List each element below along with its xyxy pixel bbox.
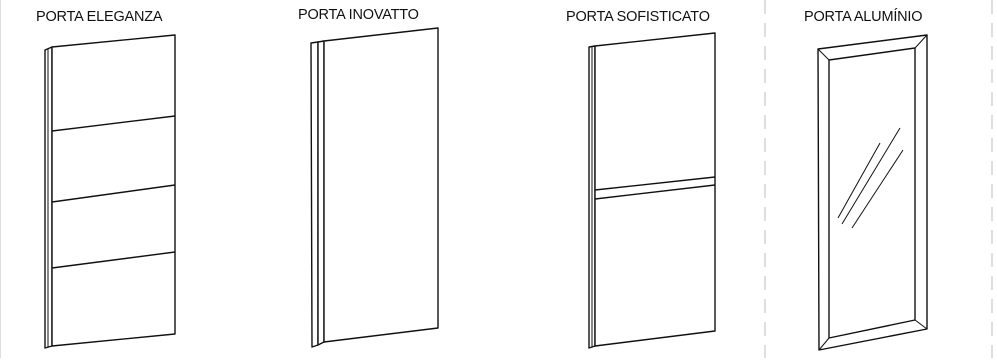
aluminio-bevel-br [914,319,928,330]
eleganza-front-face [51,34,176,347]
door-label-eleganza: PORTA ELEGANZA [36,9,163,25]
sofisticato-rail-bottom [594,184,716,200]
glass-reflection-line-3 [851,149,904,229]
sofisticato-rail-top [594,176,716,191]
door-inovatto-drawing [310,27,439,348]
sofisticato-front-face [594,32,716,347]
inovatto-side-edge [310,41,319,348]
eleganza-panel-divider-2 [51,184,176,203]
door-label-sofisticato: PORTA SOFISTICATO [566,9,710,25]
inovatto-front-face [323,27,439,343]
door-label-inovatto: PORTA INOVATTO [298,7,419,23]
aluminio-bevel-tr [914,34,928,49]
glass-reflection-line-2 [841,127,901,225]
inovatto-edge-strip [317,40,325,346]
aluminio-bevel-bl [818,337,830,351]
door-aluminio-drawing [817,34,928,351]
aluminio-bevel-tl [817,48,830,61]
eleganza-panel-divider-3 [51,251,176,269]
door-eleganza-drawing [44,34,176,349]
eleganza-panel-divider-1 [51,115,176,132]
glass-reflection-line-1 [837,142,881,219]
door-sofisticato-drawing [588,32,716,349]
aluminio-glass-panel [828,47,916,339]
door-label-aluminio: PORTA ALUMÍNIO [804,9,923,25]
